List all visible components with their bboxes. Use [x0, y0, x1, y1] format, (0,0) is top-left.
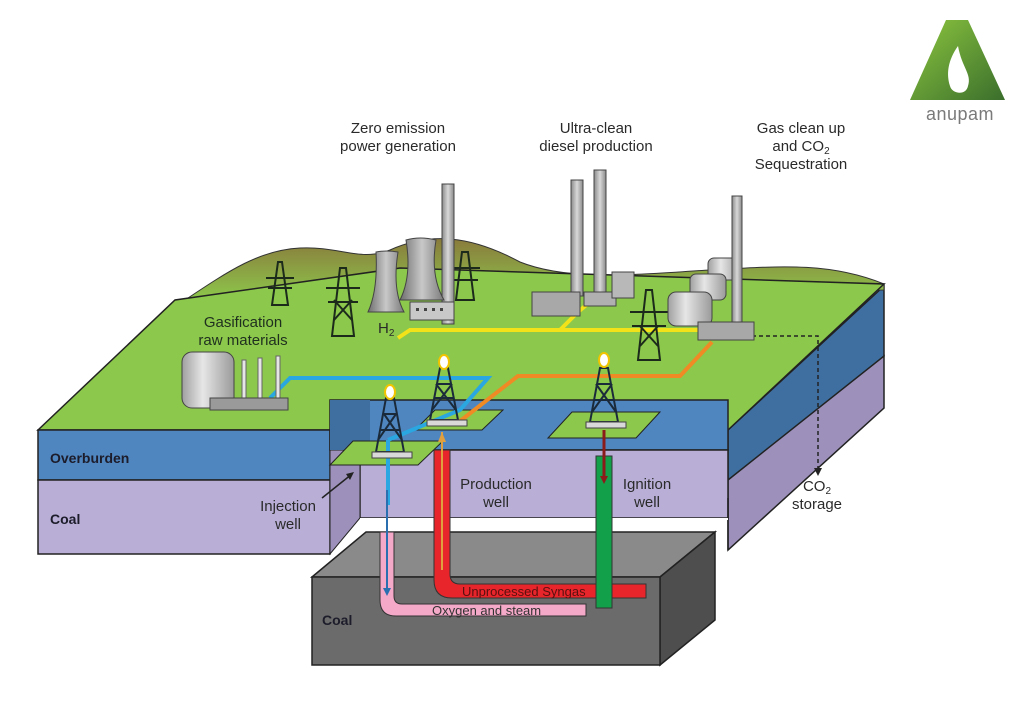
label-injection-well: Injection well: [260, 498, 316, 533]
ignition-pipe: [595, 430, 613, 609]
gas-cleanup-plant: [667, 195, 755, 341]
label-co2-storage: CO2 storage: [791, 478, 843, 513]
label-coal-layer: Coal: [50, 511, 81, 527]
label-coal-seam: Coal: [322, 612, 353, 628]
label-production-well: Production well: [460, 476, 532, 511]
label-power-generation: Zero emission power generation: [340, 120, 456, 155]
label-oxygen-steam: Oxygen and steam: [432, 603, 542, 618]
production-derrick: [426, 354, 468, 427]
injection-pointer: [321, 473, 353, 499]
label-diesel-production: Ultra-clean diesel production: [539, 120, 653, 155]
oxygen-steam-pipe: [379, 490, 587, 617]
raw-materials-plant: [181, 351, 289, 411]
power-pylons: [266, 251, 668, 361]
label-ignition-well: Ignition well: [622, 476, 672, 511]
label-h2: H2: [378, 320, 395, 339]
label-overburden: Overburden: [50, 450, 130, 466]
label-gasification-raw: Gasification raw materials: [198, 314, 288, 349]
power-plant: [367, 183, 455, 325]
coal-seam-block: [309, 530, 718, 667]
brand-logo: [910, 20, 1005, 100]
co2-dashed-line: [752, 335, 819, 470]
ignition-derrick: [585, 352, 627, 429]
syngas-pipe: [433, 432, 647, 599]
label-gas-cleanup: Gas clean up and CO2 Sequestration: [754, 120, 848, 173]
earth-block: [36, 238, 886, 556]
brand-name: anupam: [925, 104, 995, 124]
diesel-plant: [531, 169, 635, 317]
label-unprocessed-syngas: Unprocessed Syngas: [462, 584, 586, 599]
injection-derrick: [371, 384, 413, 459]
